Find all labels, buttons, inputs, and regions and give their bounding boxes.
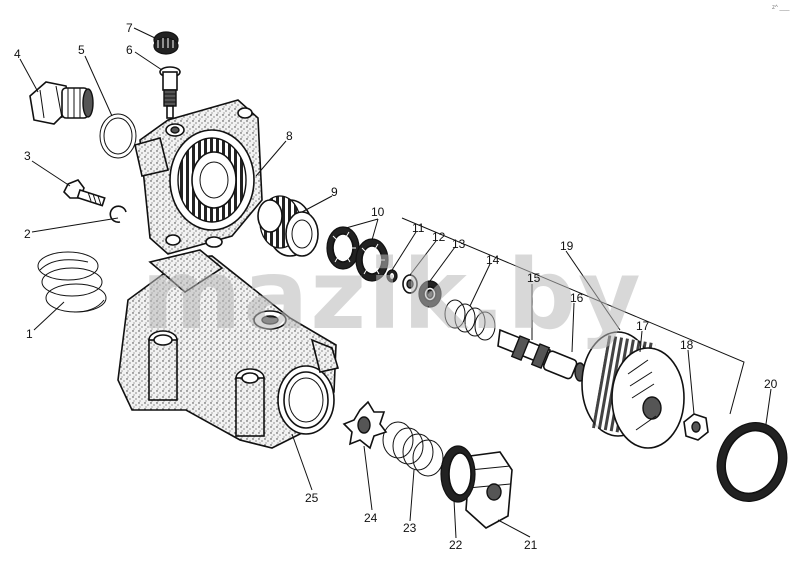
part-21-fitting <box>465 451 513 529</box>
part-24-lock-washer <box>342 400 388 450</box>
part-4-plug <box>29 81 94 125</box>
callout-19: 19 <box>560 239 574 253</box>
watermark: mazik.by <box>141 239 642 351</box>
callout-24: 24 <box>364 511 378 525</box>
callout-5: 5 <box>78 43 85 57</box>
part-13-nut <box>418 280 442 308</box>
callout-15: 15 <box>527 271 541 285</box>
callout-11: 11 <box>412 221 425 235</box>
part-7-cap <box>153 31 179 55</box>
callout-7: 7 <box>126 21 133 35</box>
part-2-snap-ring <box>109 205 127 223</box>
callout-6: 6 <box>126 43 133 57</box>
callout-25: 25 <box>305 491 319 505</box>
part-8-flange-cover <box>134 99 263 255</box>
callout-2: 2 <box>24 227 31 241</box>
corner-mark: z^ ___ <box>772 5 790 11</box>
part-6-valve <box>159 66 181 119</box>
callout-18: 18 <box>680 338 694 352</box>
leader-lines <box>19 27 772 539</box>
part-9-bearing <box>257 195 319 257</box>
callout-20: 20 <box>764 377 778 391</box>
callout-labels: 4 5 7 6 3 2 1 8 9 10 11 12 13 19 14 15 1… <box>14 21 778 552</box>
callout-12: 12 <box>432 230 446 244</box>
callout-13: 13 <box>452 237 466 251</box>
part-5-o-ring <box>99 113 137 159</box>
part-20-toothed-ring <box>716 422 788 502</box>
callout-8: 8 <box>286 129 293 143</box>
callout-22: 22 <box>449 538 463 552</box>
callout-17: 17 <box>636 319 650 333</box>
part-22-seal <box>440 445 476 503</box>
callout-3: 3 <box>24 149 31 163</box>
part-11-washer <box>386 269 398 283</box>
part-10-rings <box>326 226 389 282</box>
callout-23: 23 <box>403 521 417 535</box>
callout-4: 4 <box>14 47 21 61</box>
part-18-nut <box>683 413 709 441</box>
part-1-spring <box>37 251 107 313</box>
part-16-piston <box>542 350 586 382</box>
callout-1: 1 <box>26 327 33 341</box>
callout-16: 16 <box>570 291 584 305</box>
callout-10: 10 <box>371 205 385 219</box>
callout-14: 14 <box>486 253 500 267</box>
part-3-bolt <box>63 179 106 207</box>
part-25-housing <box>117 249 340 449</box>
part-14-spring <box>444 299 496 341</box>
part-23-spring <box>382 421 444 477</box>
callout-9: 9 <box>331 185 338 199</box>
part-17-drum <box>581 331 685 449</box>
callout-21: 21 <box>524 538 538 552</box>
part-15-spool <box>497 328 551 370</box>
